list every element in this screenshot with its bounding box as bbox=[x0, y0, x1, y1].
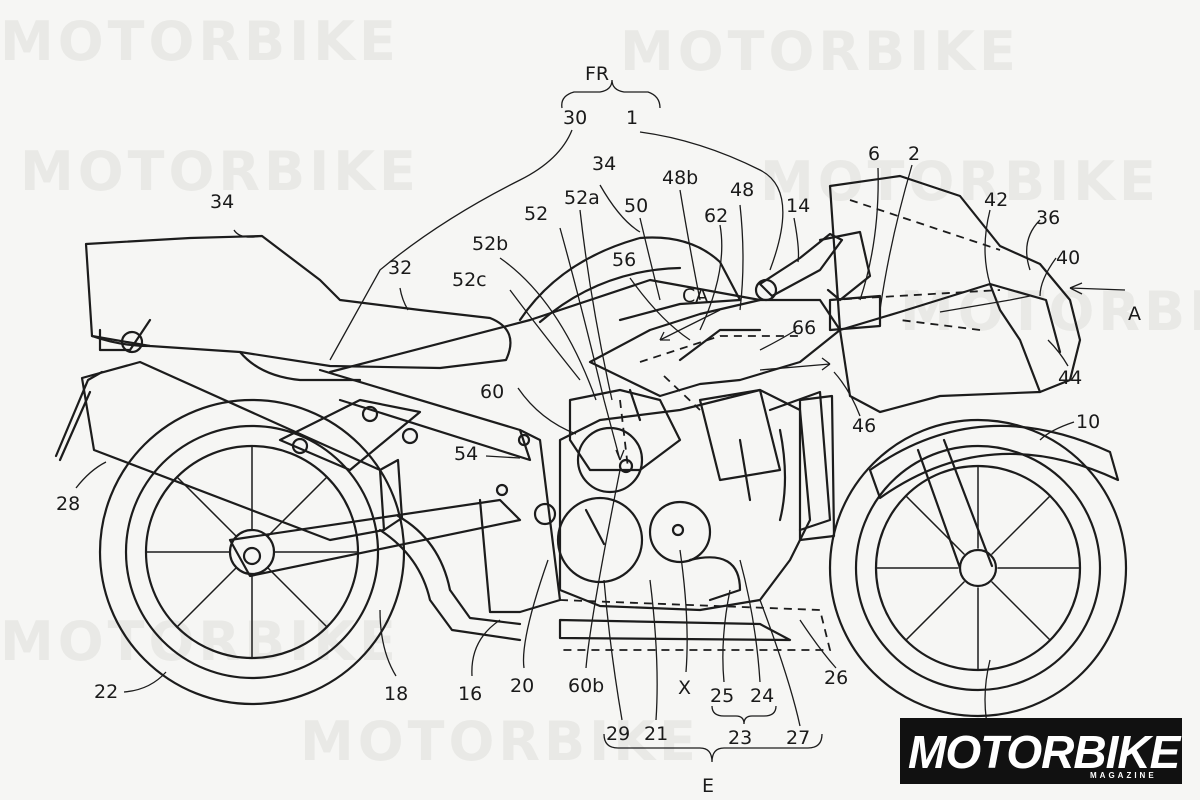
label-e: E bbox=[702, 775, 714, 797]
brand-watermark-bg bbox=[900, 718, 1182, 784]
label-fr: FR bbox=[585, 63, 609, 85]
label-46: 46 bbox=[852, 415, 876, 437]
label-arrow-a: A bbox=[1128, 303, 1141, 325]
main-frame bbox=[328, 278, 762, 614]
background-watermark: MOTORBIKE MOTORBIKE MOTORBIKE MOTORBIKE … bbox=[0, 10, 1200, 773]
label-ca: CA bbox=[682, 285, 708, 307]
muffler bbox=[54, 360, 522, 642]
front-fork bbox=[868, 424, 1120, 570]
reference-labels: FR 30 1 34 34 48b 48 52a 52 50 6 2 14 62… bbox=[56, 63, 1141, 797]
label-32: 32 bbox=[388, 257, 412, 279]
label-56: 56 bbox=[612, 249, 636, 271]
flow-arrows bbox=[603, 282, 1126, 461]
radiator bbox=[778, 394, 836, 542]
label-60b: 60b bbox=[568, 675, 604, 697]
label-25: 25 bbox=[710, 685, 734, 707]
label-18: 18 bbox=[384, 683, 408, 705]
label-62: 62 bbox=[704, 205, 728, 227]
label-54: 54 bbox=[454, 443, 478, 465]
label-36: 36 bbox=[1036, 207, 1060, 229]
bg-watermark-text: MOTORBIKE bbox=[20, 140, 420, 203]
label-26: 26 bbox=[824, 667, 848, 689]
label-21: 21 bbox=[644, 723, 668, 745]
label-66: 66 bbox=[792, 317, 816, 339]
front-wheel bbox=[828, 418, 1128, 718]
label-44: 44 bbox=[1058, 367, 1082, 389]
label-27: 27 bbox=[786, 727, 810, 749]
bg-watermark-text: MOTORBIKE bbox=[760, 150, 1160, 213]
label-16: 16 bbox=[458, 683, 482, 705]
brand-watermark-subtext: MAGAZINE bbox=[1090, 771, 1157, 780]
handlebar bbox=[754, 230, 882, 332]
label-22: 22 bbox=[94, 681, 118, 703]
label-2: 2 bbox=[908, 143, 920, 165]
bg-watermark-text: MOTORBIKE bbox=[620, 20, 1020, 83]
label-30: 30 bbox=[563, 107, 587, 129]
label-34-seat: 34 bbox=[210, 191, 234, 213]
label-52b: 52b bbox=[472, 233, 508, 255]
rear-wheel bbox=[98, 398, 406, 706]
label-10: 10 bbox=[1076, 411, 1100, 433]
seat-and-tail bbox=[84, 234, 512, 382]
fuel-tank bbox=[518, 236, 742, 324]
label-1: 1 bbox=[626, 107, 638, 129]
brand-watermark: MOTORBIKE MAGAZINE bbox=[900, 718, 1183, 784]
brand-watermark-text: MOTORBIKE bbox=[908, 726, 1182, 778]
label-34-top: 34 bbox=[592, 153, 616, 175]
bg-watermark-text: MOTORBIKE bbox=[0, 610, 400, 673]
label-28: 28 bbox=[56, 493, 80, 515]
label-24: 24 bbox=[750, 685, 774, 707]
label-50: 50 bbox=[624, 195, 648, 217]
label-48b: 48b bbox=[662, 167, 698, 189]
label-6: 6 bbox=[868, 143, 880, 165]
bg-watermark-text: MOTORBIKE bbox=[300, 710, 700, 773]
label-29: 29 bbox=[606, 723, 630, 745]
label-40: 40 bbox=[1056, 247, 1080, 269]
engine bbox=[556, 388, 832, 651]
label-20: 20 bbox=[510, 675, 534, 697]
label-52c: 52c bbox=[452, 269, 487, 291]
label-x: X bbox=[678, 677, 691, 699]
label-48: 48 bbox=[730, 179, 754, 201]
label-14: 14 bbox=[786, 195, 810, 217]
label-52: 52 bbox=[524, 203, 548, 225]
label-52a: 52a bbox=[564, 187, 600, 209]
label-23: 23 bbox=[728, 727, 752, 749]
label-42: 42 bbox=[984, 189, 1008, 211]
bg-watermark-text: MOTORBIKE bbox=[0, 10, 400, 73]
label-60: 60 bbox=[480, 381, 504, 403]
leader-lines bbox=[75, 79, 1075, 763]
